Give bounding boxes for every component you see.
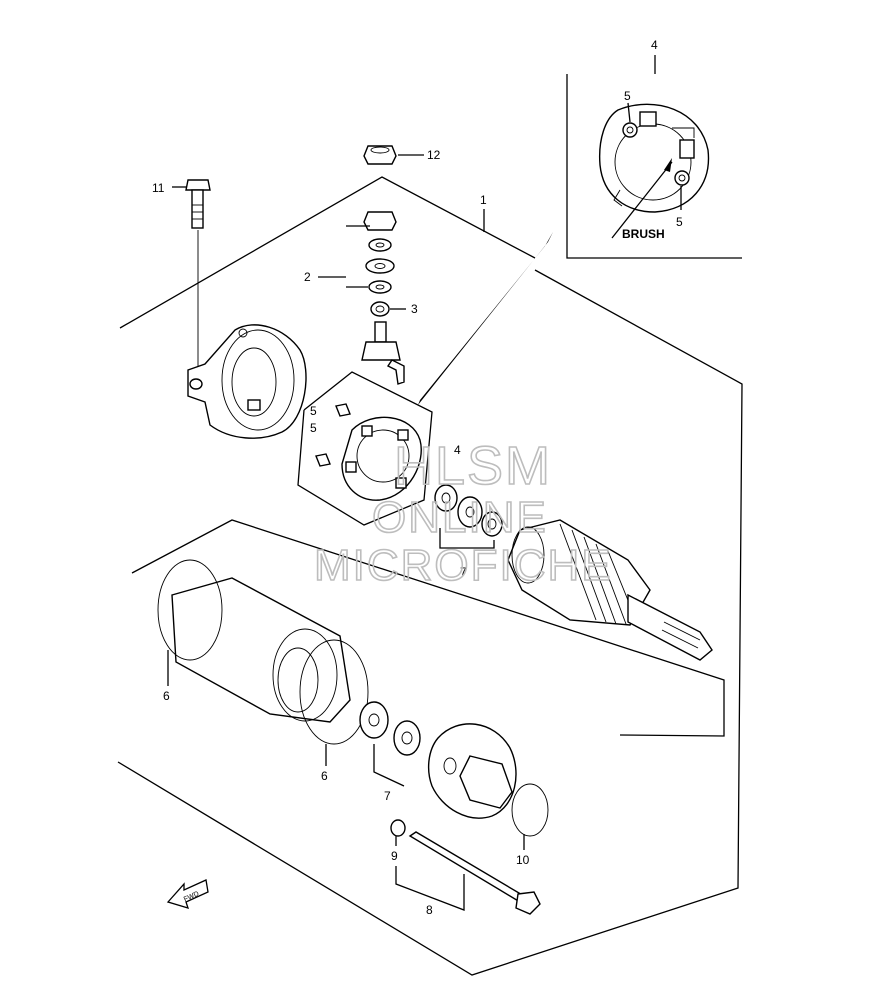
callout-9: 9 (391, 849, 398, 863)
yoke-outline (131, 519, 725, 737)
watermark-line-1: HLSM (394, 436, 552, 496)
o-ring-6-left (157, 559, 223, 661)
terminal-stack-parts-2-3 (361, 211, 405, 385)
callout-4-body: 4 (454, 443, 461, 457)
brush-arrow-icon (664, 158, 672, 172)
washers-upper (434, 484, 503, 537)
fwd-arrow-icon: FWD (166, 879, 209, 909)
callout-5-body-a: 5 (310, 404, 317, 418)
bolt-part-11 (185, 179, 211, 229)
bracket-8 (395, 866, 465, 911)
callout-1: 1 (480, 193, 487, 207)
front-end-cover (427, 723, 517, 819)
watermark-line-3: MICROFICHE (314, 541, 613, 590)
callout-2: 2 (304, 270, 311, 284)
brush-holder (315, 403, 422, 501)
assembly-outline-right (117, 269, 743, 976)
callout-4-inset: 4 (651, 38, 658, 52)
leader-brush (611, 161, 673, 239)
bracket-7-lower (373, 744, 405, 787)
callout-12: 12 (427, 148, 441, 162)
callout-3: 3 (411, 302, 418, 316)
through-bolt-part-8 (408, 831, 541, 915)
callout-8: 8 (426, 903, 433, 917)
inset-pointer-arrow (418, 232, 553, 405)
callout-6-left: 6 (163, 689, 170, 703)
bracket-7-upper (439, 528, 495, 549)
brush-label: BRUSH (622, 227, 665, 241)
callout-5-inset-bottom: 5 (676, 215, 683, 229)
callout-7-lower: 7 (384, 789, 391, 803)
brush-holder-inset (598, 103, 710, 213)
o-ring-10 (511, 783, 549, 837)
assembly-outline (119, 176, 536, 329)
watermark-line-2: ONLINE (372, 493, 548, 542)
yoke-housing (171, 577, 351, 723)
leader-5-inset-top (627, 102, 631, 123)
brush-plate-outline (297, 371, 433, 526)
nut-part-12 (363, 145, 397, 165)
callout-7-upper: 7 (460, 565, 467, 579)
o-ring-6-right (299, 639, 369, 745)
callout-5-body-b: 5 (310, 421, 317, 435)
callout-10: 10 (516, 853, 530, 867)
inset-frame (566, 74, 742, 259)
armature (507, 519, 713, 661)
callout-11: 11 (152, 181, 165, 195)
washers-lower (359, 701, 421, 756)
callout-6-right: 6 (321, 769, 328, 783)
washer-part-9 (390, 819, 406, 837)
rear-end-cover (187, 324, 307, 439)
callout-5-inset-top: 5 (624, 89, 631, 103)
